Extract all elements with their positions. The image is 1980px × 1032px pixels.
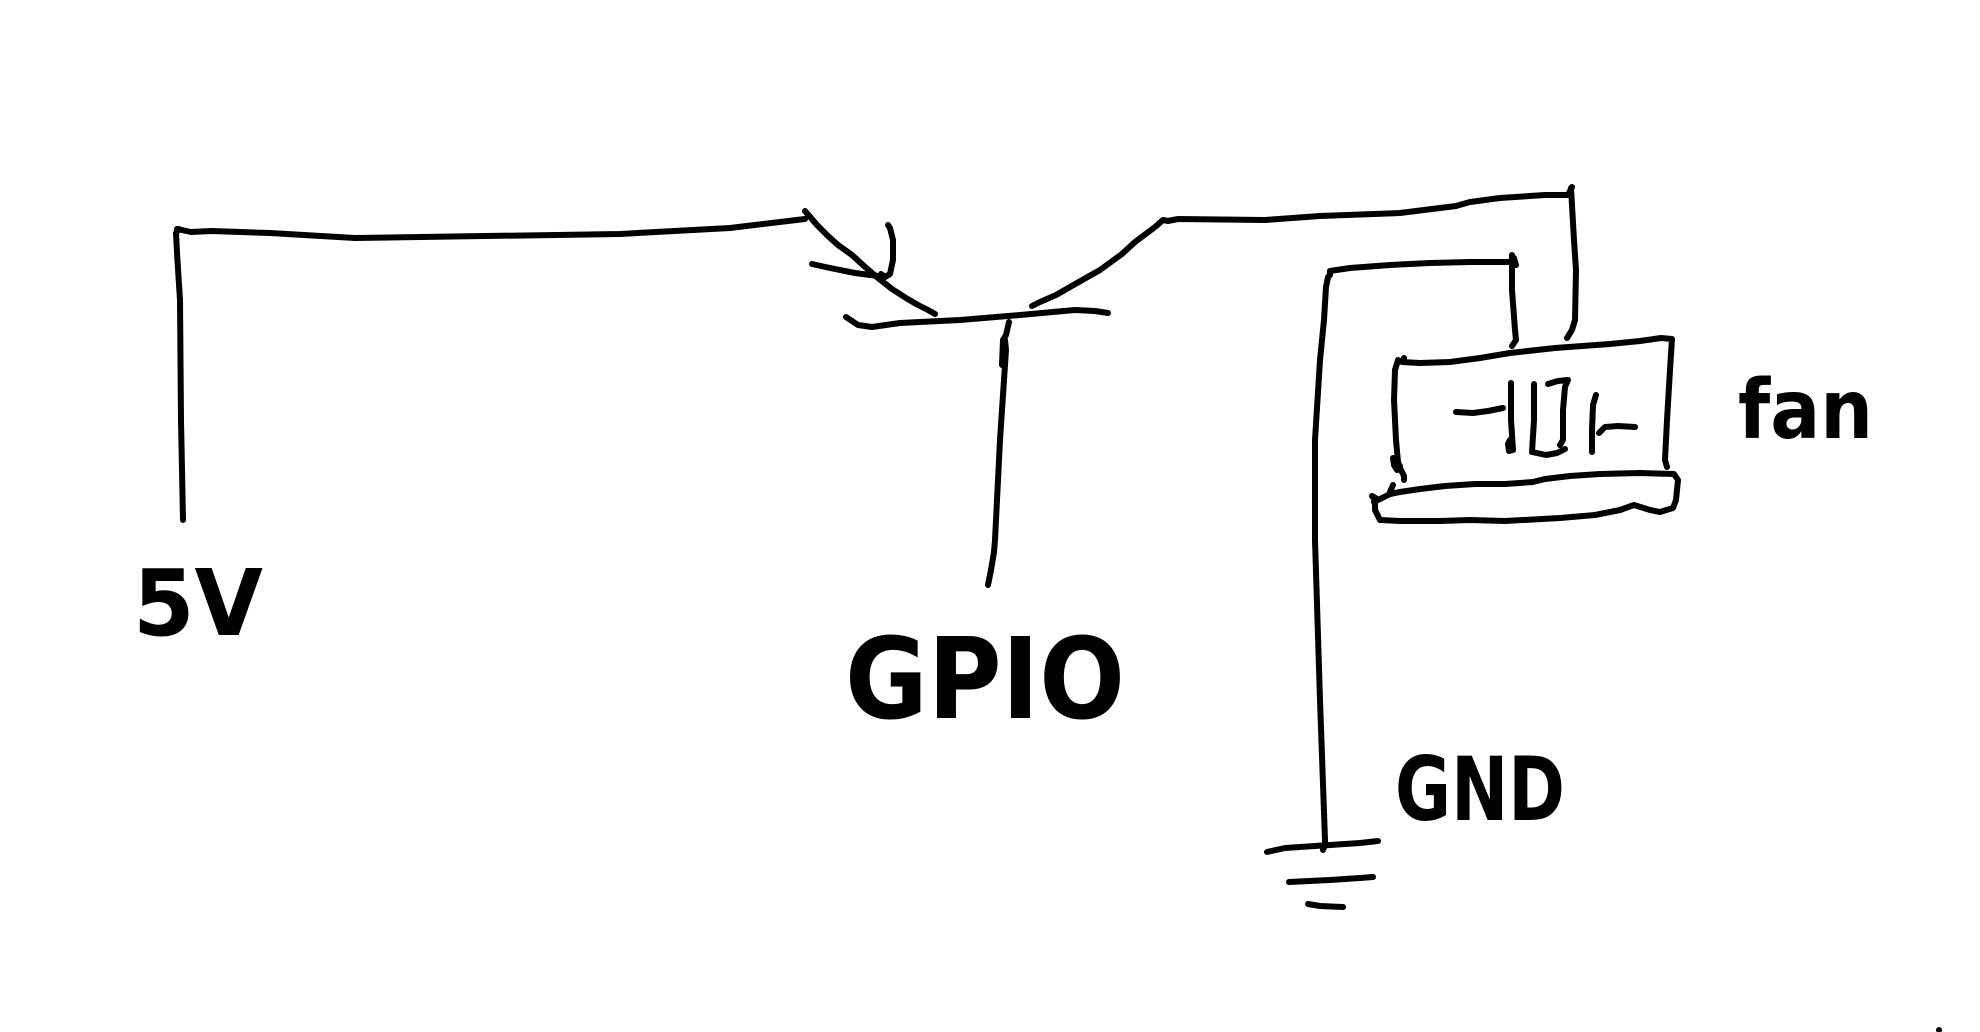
- fan-symbol: [1453, 377, 1638, 458]
- fan-symbol-plate-2: [1529, 381, 1568, 458]
- transistor-emitter: [1029, 184, 1575, 309]
- ground-line-2: [1286, 874, 1376, 885]
- fan-symbol-lead-right: [1596, 423, 1638, 436]
- fan-ground-lead: [1509, 252, 1519, 349]
- transistor-collector: [802, 208, 938, 317]
- label-5v: 5V: [133, 550, 263, 657]
- stray-dot: [1936, 1027, 1942, 1032]
- transistor-symbol: [802, 184, 1575, 330]
- ground-line-1: [1264, 838, 1381, 855]
- ground-wire: [1312, 255, 1519, 853]
- label-gnd: GND: [1395, 738, 1565, 841]
- label-fan: fan: [1738, 363, 1873, 458]
- ground-symbol: [1264, 838, 1381, 910]
- fan-supply-wire: [1564, 185, 1579, 341]
- fan-symbol-plate-4: [1589, 392, 1599, 455]
- fan-box: [1369, 335, 1681, 524]
- transistor-base-bar: [843, 307, 1111, 330]
- gpio-wire: [985, 319, 1012, 588]
- label-gpio: GPIO: [845, 615, 1125, 745]
- ground-line-3: [1305, 901, 1346, 910]
- fan-symbol-lead-left: [1453, 405, 1506, 416]
- fan-symbol-plate-1: [1505, 380, 1516, 454]
- supply-wire: [173, 216, 808, 523]
- fan-symbol-plate-3: [1545, 377, 1571, 448]
- transistor-arrow: [809, 222, 896, 280]
